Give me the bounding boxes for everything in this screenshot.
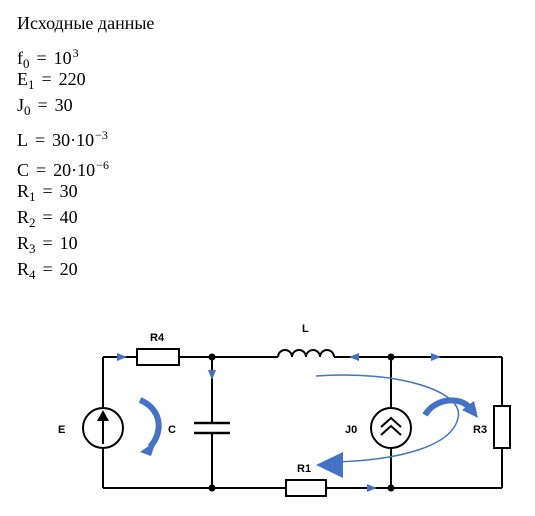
label-j0: J0 xyxy=(345,424,357,436)
loop-current-right xyxy=(422,397,478,418)
param-r2: R2 = 40 xyxy=(17,204,154,230)
node-bottom-left xyxy=(208,484,216,492)
arrow-inductor-branch xyxy=(349,353,359,361)
param-r4-subscript: 4 xyxy=(29,267,36,282)
param-r4-symbol: R xyxy=(17,259,30,279)
arrow-r3-top xyxy=(431,353,441,361)
param-c-value: 20·10 xyxy=(53,160,96,180)
param-j0-subscript: 0 xyxy=(24,103,31,118)
emf-source-e xyxy=(82,407,124,449)
param-r4-value: 20 xyxy=(59,259,78,279)
param-e1-value: 220 xyxy=(58,69,86,89)
node-bottom-right xyxy=(387,484,395,492)
param-j0: J0 = 30 xyxy=(17,92,154,118)
param-r3-equals: = xyxy=(42,233,53,253)
param-l: L = 30·10−3 xyxy=(17,118,154,150)
circuit-nodes xyxy=(208,353,395,492)
param-f0: f0 = 103 xyxy=(17,40,154,71)
param-e1-equals: = xyxy=(41,69,52,89)
label-e: E xyxy=(58,424,65,436)
node-top-left xyxy=(208,353,216,361)
label-r4: R4 xyxy=(150,332,165,344)
loop-current-outer xyxy=(315,374,460,478)
param-c-exponent: −6 xyxy=(96,158,109,172)
inductor-l xyxy=(277,349,335,358)
param-l-equals: = xyxy=(35,130,46,150)
param-e1-subscript: 1 xyxy=(28,77,35,92)
node-top-right xyxy=(387,353,395,361)
loop-current-left xyxy=(138,397,162,456)
param-f0-subscript: 0 xyxy=(23,56,30,71)
label-c: C xyxy=(168,424,176,436)
param-r3-value: 10 xyxy=(59,233,78,253)
param-r3-symbol: R xyxy=(17,233,30,253)
param-j0-symbol: J xyxy=(17,95,25,115)
param-r1-subscript: 1 xyxy=(29,189,36,204)
param-r2-value: 40 xyxy=(59,207,78,227)
param-j0-equals: = xyxy=(37,95,48,115)
param-l-value: 30·10 xyxy=(52,130,95,150)
resistor-r4 xyxy=(136,348,180,366)
label-r1: R1 xyxy=(297,463,311,475)
param-r2-equals: = xyxy=(42,207,53,227)
current-source-j0 xyxy=(370,407,412,449)
param-r4: R4 = 20 xyxy=(17,256,154,282)
param-f0-base: 10 xyxy=(53,48,72,68)
param-c-equals: = xyxy=(36,160,47,180)
param-r3: R3 = 10 xyxy=(17,230,154,256)
source-data-title: Исходные данные xyxy=(17,13,155,33)
param-r1: R1 = 30 xyxy=(17,178,154,204)
label-r3: R3 xyxy=(473,424,487,436)
param-r1-symbol: R xyxy=(17,181,30,201)
arrow-r1-branch xyxy=(367,484,377,492)
param-e1: E1 = 220 xyxy=(17,66,154,92)
param-l-symbol: L xyxy=(17,130,28,150)
param-r1-value: 30 xyxy=(59,181,78,201)
capacitor-c xyxy=(194,421,230,435)
arrow-capacitor-branch xyxy=(208,370,216,380)
arrow-r4-branch xyxy=(117,353,127,361)
label-l: L xyxy=(302,323,309,335)
param-r1-equals: = xyxy=(42,181,53,201)
param-j0-value: 30 xyxy=(54,95,73,115)
param-c: C = 20·10−6 xyxy=(17,148,154,180)
current-arrows xyxy=(117,353,441,492)
param-c-symbol: C xyxy=(17,160,30,180)
param-f0-symbol: f xyxy=(17,48,23,68)
param-r2-symbol: R xyxy=(17,207,30,227)
param-e1-symbol: E xyxy=(17,69,28,89)
resistor-r1 xyxy=(285,479,327,497)
param-f0-equals: = xyxy=(36,48,47,68)
param-l-exponent: −3 xyxy=(95,128,108,142)
param-r3-subscript: 3 xyxy=(29,241,36,256)
source-data-panel: Исходные данные f0=103 E1=220 J0=30 L=30… xyxy=(17,12,154,282)
resistor-r3 xyxy=(493,405,511,449)
param-r4-equals: = xyxy=(42,259,53,279)
param-f0-exponent: 3 xyxy=(72,46,79,60)
param-r2-subscript: 2 xyxy=(29,215,36,230)
